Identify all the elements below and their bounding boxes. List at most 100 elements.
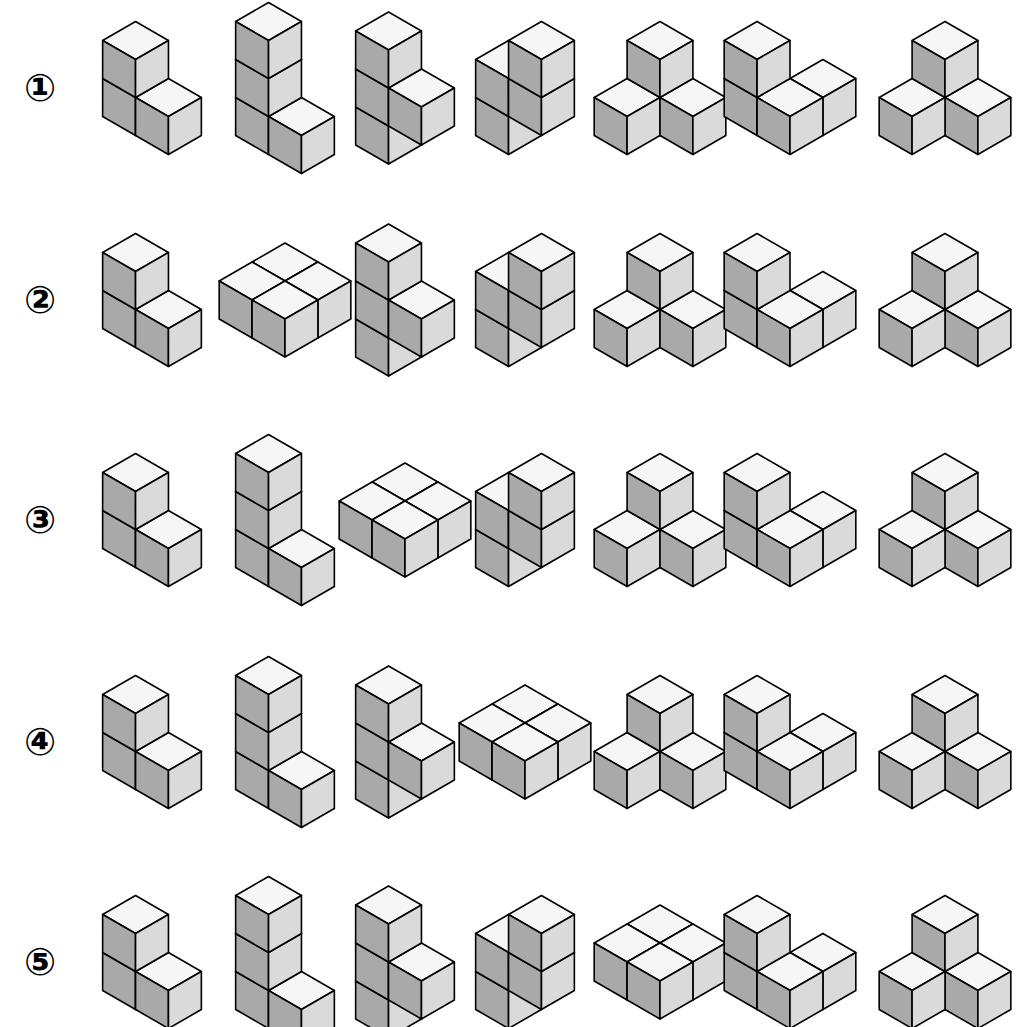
cube-face-right: [558, 723, 591, 780]
cube-face-left: [372, 520, 405, 577]
cube-face-left: [389, 742, 422, 799]
cube-face-left: [476, 934, 509, 991]
cube-face-right: [168, 98, 201, 155]
cube-face-right: [301, 549, 334, 606]
cube-piece: [594, 22, 726, 155]
cube-face-left: [879, 972, 912, 1027]
cube-face-left: [627, 473, 660, 530]
cube-face-right: [136, 695, 169, 752]
cube-face-left: [879, 752, 912, 809]
cube-face-right: [301, 771, 334, 828]
cube-face-left: [252, 300, 285, 357]
cube-face-left: [724, 695, 757, 752]
cube-piece: [594, 234, 726, 367]
cube-face-right: [660, 962, 693, 1019]
cube-face-right: [823, 733, 856, 790]
cube-piece: [879, 454, 1011, 587]
cube-face-left: [912, 253, 945, 310]
cube-face-left: [269, 117, 302, 174]
cube-face-right: [790, 530, 823, 587]
cube-face-right: [945, 473, 978, 530]
cube-face-right: [541, 915, 574, 972]
cube-face-left: [660, 752, 693, 809]
cube-face-left: [476, 492, 509, 549]
cube-face-right: [627, 752, 660, 809]
cube-face-left: [660, 530, 693, 587]
cube-face-left: [389, 962, 422, 1019]
cube-face-right: [301, 117, 334, 174]
cube-piece: [236, 877, 335, 1027]
cube-face-left: [136, 530, 169, 587]
cube-face-right: [945, 915, 978, 972]
cube-piece: [476, 22, 575, 155]
cube-face-right: [978, 530, 1011, 587]
cube-face-left: [594, 310, 627, 367]
cube-face-right: [627, 98, 660, 155]
cube-face-left: [879, 530, 912, 587]
cube-face-right: [693, 98, 726, 155]
cube-face-right: [978, 752, 1011, 809]
cube-face-right: [912, 752, 945, 809]
cube-face-right: [757, 915, 790, 972]
cube-face-left: [724, 915, 757, 972]
cube-face-left: [389, 88, 422, 145]
cube-face-right: [912, 98, 945, 155]
cube-face-right: [757, 473, 790, 530]
cube-face-right: [660, 695, 693, 752]
cube-face-left: [509, 253, 542, 310]
cube-piece: [236, 657, 335, 828]
cube-piece: [339, 463, 471, 577]
cube-piece: [103, 896, 202, 1027]
cube-face-right: [438, 501, 471, 558]
row-number: ②: [24, 281, 56, 319]
cube-face-left: [627, 695, 660, 752]
cube-face-left: [459, 723, 492, 780]
cube-face-left: [509, 915, 542, 972]
cube-face-right: [389, 905, 422, 962]
cube-face-left: [879, 98, 912, 155]
cube-face-right: [790, 310, 823, 367]
cube-face-left: [945, 972, 978, 1027]
cube-face-left: [660, 310, 693, 367]
cube-face-right: [285, 300, 318, 357]
cube-piece: [724, 234, 856, 367]
cube-piece: [103, 454, 202, 587]
cube-face-left: [103, 253, 136, 310]
cube-face-right: [136, 41, 169, 98]
cube-face-left: [356, 31, 389, 88]
cube-face-left: [660, 98, 693, 155]
cube-face-left: [945, 752, 978, 809]
cube-face-left: [724, 41, 757, 98]
row-number: ⑤: [24, 943, 56, 981]
cube-face-left: [389, 300, 422, 357]
cube-face-left: [757, 752, 790, 809]
cube-face-left: [492, 742, 525, 799]
cube-face-left: [627, 962, 660, 1019]
row-number: ④: [24, 723, 56, 761]
cube-face-right: [405, 520, 438, 577]
cube-face-left: [912, 473, 945, 530]
cube-face-left: [594, 530, 627, 587]
cube-face-left: [912, 695, 945, 752]
cube-face-left: [912, 915, 945, 972]
cube-face-right: [269, 676, 302, 733]
cube-face-right: [790, 98, 823, 155]
cube-face-right: [168, 972, 201, 1027]
cube-piece: [236, 3, 335, 174]
cube-face-right: [168, 530, 201, 587]
cube-face-left: [356, 905, 389, 962]
cube-face-left: [757, 310, 790, 367]
cube-face-right: [912, 530, 945, 587]
cube-face-left: [476, 60, 509, 117]
cube-face-right: [823, 79, 856, 136]
cube-piece: [356, 12, 455, 164]
cube-face-left: [269, 549, 302, 606]
cube-face-right: [421, 742, 454, 799]
cube-face-left: [757, 972, 790, 1027]
cube-face-right: [757, 41, 790, 98]
cube-face-left: [236, 22, 269, 79]
cube-face-right: [790, 752, 823, 809]
cube-face-left: [627, 253, 660, 310]
cube-face-left: [476, 272, 509, 329]
cube-face-left: [627, 41, 660, 98]
